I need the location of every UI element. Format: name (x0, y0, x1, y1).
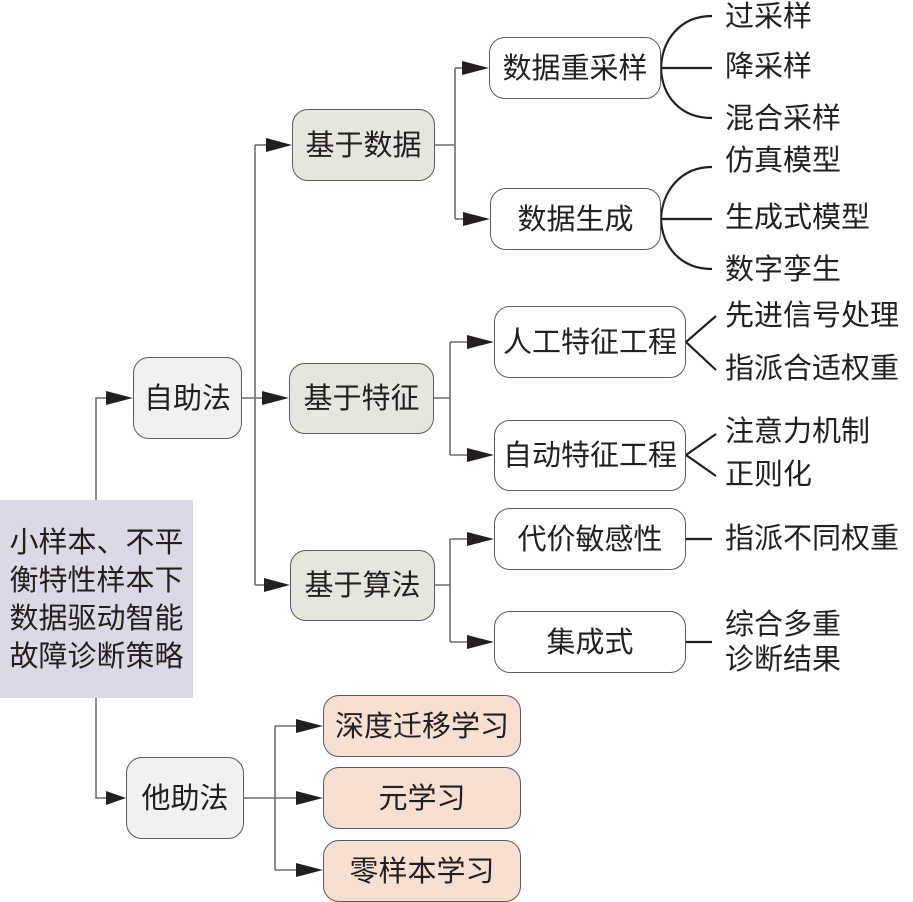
chevron-manual-fe (684, 315, 717, 371)
arrowhead (106, 391, 133, 405)
meta-learning-node[interactable]: 元学习 (323, 767, 521, 829)
leaf-digital-twin: 数字孪生 (725, 252, 842, 286)
leaf-assign-different-weights: 指派不同权重 (725, 521, 900, 555)
arrowhead (296, 719, 323, 733)
root-line: 衡特性样本下 (9, 563, 184, 597)
leaf-hybrid-sampling: 混合采样 (725, 101, 842, 135)
root-node[interactable]: 小样本、不平 衡特性样本下 数据驱动智能 故障诊断策略 (0, 500, 193, 698)
manual-feature-engineering-node[interactable]: 人工特征工程 (494, 306, 686, 378)
arrowhead (467, 335, 494, 349)
connector-data-based-trunk (435, 68, 456, 219)
root-line: 数据驱动智能 (9, 601, 184, 635)
arrowhead (266, 138, 292, 152)
auto-feature-engineering-node[interactable]: 自动特征工程 (494, 420, 686, 491)
algorithm-based-node[interactable]: 基于算法 (290, 550, 435, 621)
zero-shot-learning-node[interactable]: 零样本学习 (323, 840, 521, 902)
leaf-line: 综合多重 (725, 607, 842, 641)
leaf-generative-model: 生成式模型 (725, 200, 871, 234)
feature-based-node[interactable]: 基于特征 (289, 363, 434, 434)
resampling-node[interactable]: 数据重采样 (489, 37, 661, 99)
arrowhead (462, 61, 489, 75)
arrowhead (264, 578, 290, 592)
leaf-regularization: 正则化 (725, 457, 813, 491)
arrowhead (106, 791, 126, 805)
connector-self-help-trunk (242, 145, 256, 585)
arrowhead (467, 448, 494, 462)
leaf-simulation-model: 仿真模型 (725, 143, 842, 177)
connector-feature-based-trunk (434, 342, 451, 455)
connector-root-to-other-help (95, 698, 106, 799)
leaf-assign-proper-weights: 指派合适权重 (725, 351, 900, 385)
ensemble-node[interactable]: 集成式 (494, 611, 686, 673)
chevron-auto-fe (684, 433, 717, 477)
leaf-oversampling: 过采样 (725, 0, 813, 33)
cost-sensitive-node[interactable]: 代价敏感性 (494, 508, 686, 570)
connector-root-to-self-help (95, 397, 106, 500)
leaf-attention-mechanism: 注意力机制 (725, 414, 871, 448)
connector-other-help-trunk (244, 726, 276, 870)
arrowhead (467, 532, 494, 546)
root-line: 小样本、不平 (9, 525, 184, 559)
arrowhead (296, 863, 323, 877)
leaf-advanced-signal-processing: 先进信号处理 (725, 298, 900, 332)
leaf-undersampling: 降采样 (725, 49, 813, 83)
arrowhead (296, 791, 323, 805)
leaf-line: 诊断结果 (725, 642, 842, 676)
connector-algorithm-based-trunk (435, 539, 451, 642)
root-line: 故障诊断策略 (9, 639, 184, 673)
deep-transfer-learning-node[interactable]: 深度迁移学习 (323, 695, 521, 757)
data-based-node[interactable]: 基于数据 (292, 109, 435, 181)
generation-node[interactable]: 数据生成 (490, 188, 661, 250)
leaf-combine-diagnosis-results: 综合多重 诊断结果 (725, 607, 841, 677)
arrowhead (463, 212, 490, 226)
other-help-node[interactable]: 他助法 (126, 757, 244, 839)
self-help-node[interactable]: 自助法 (133, 357, 242, 439)
arrowhead (262, 391, 289, 405)
arrowhead (467, 635, 494, 649)
